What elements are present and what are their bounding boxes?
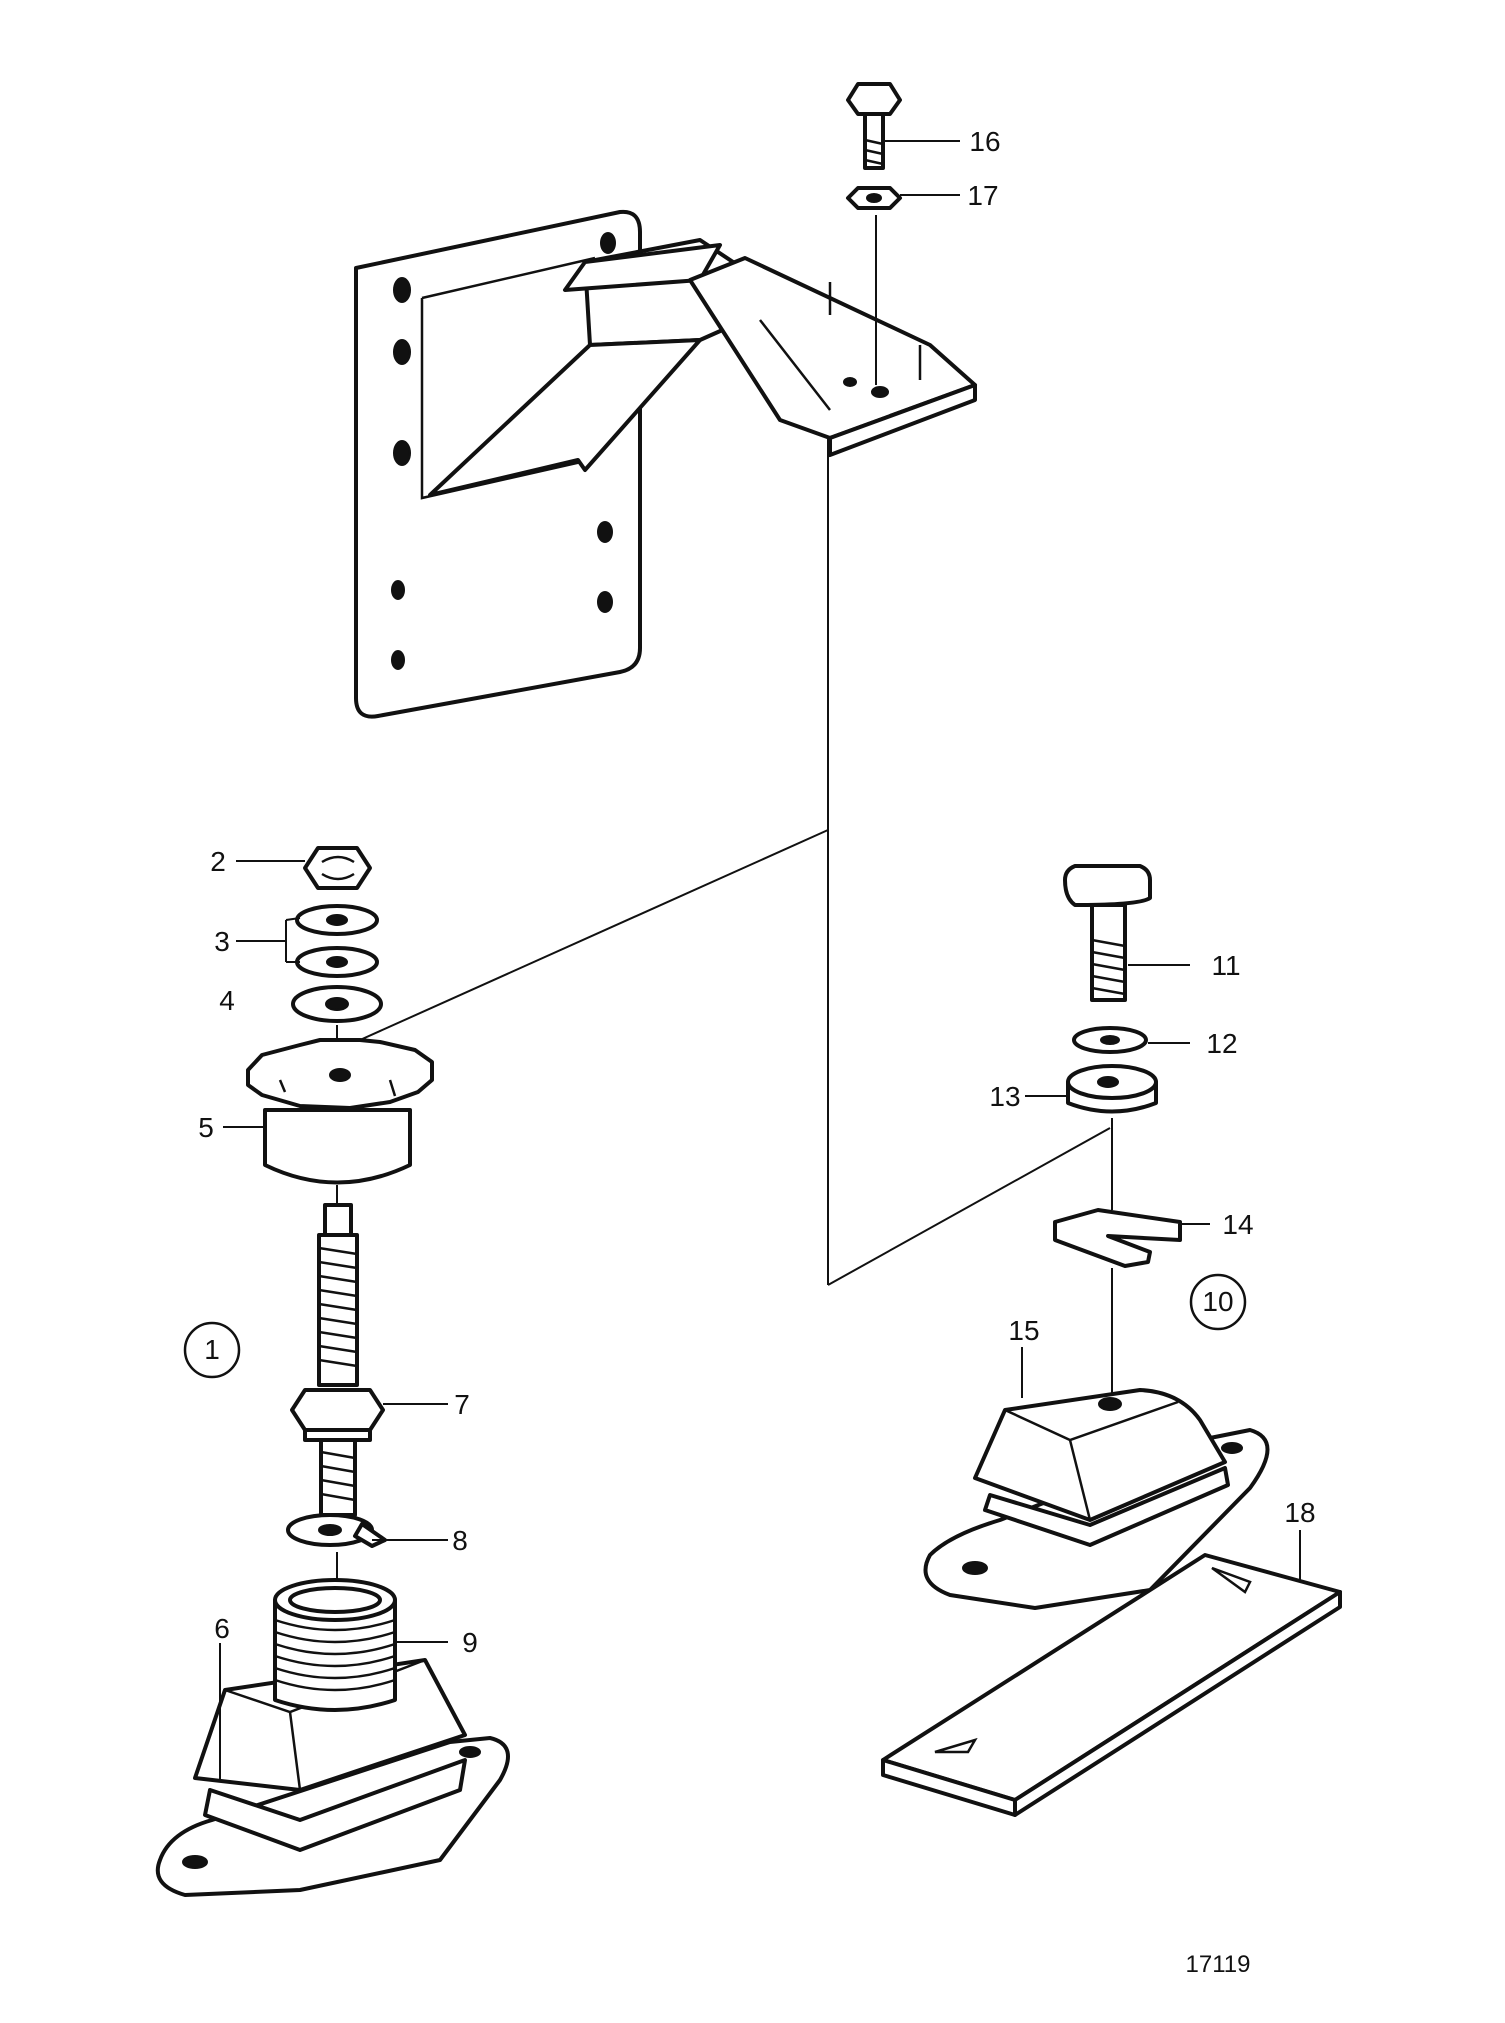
part-11-bolt [1063,864,1152,1002]
part-15-engine-mount [923,1388,1270,1610]
part-7-stud-with-nut [290,1203,385,1517]
part-14-shim [1053,1208,1182,1268]
callout-16: 16 [969,126,1000,157]
callout-17: 17 [967,180,998,211]
callout-12: 12 [1206,1028,1237,1059]
part-12-washer [1072,1026,1148,1054]
part-6-engine-mount [155,1578,510,1897]
callout-4: 4 [219,985,235,1016]
callout-11: 11 [1211,950,1240,981]
callout-2: 2 [210,846,226,877]
part-18-plate [881,1553,1342,1817]
part-17-nut [846,186,902,210]
callout-5: 5 [198,1112,214,1143]
callout-3: 3 [214,926,230,957]
engine-bracket [354,209,977,719]
part-4-washer [291,985,383,1023]
callout-7: 7 [454,1389,470,1420]
callout-8: 8 [452,1525,468,1556]
part-5-rubber-cap [246,1038,434,1185]
leader-lines [219,140,1301,1780]
part-2-castle-nut [303,846,372,890]
callout-13: 13 [989,1081,1020,1112]
callout-10: 10 [1202,1286,1233,1317]
callout-14: 14 [1222,1209,1253,1240]
drawing-number: 17119 [1186,1951,1251,1978]
callout-18: 18 [1284,1497,1315,1528]
callout-6: 6 [214,1613,230,1644]
callout-1: 1 [204,1334,220,1365]
part-8-tab-washer [286,1513,387,1548]
callout-15: 15 [1008,1315,1039,1346]
part-16-bolt [846,82,902,170]
part-3-washers [295,904,379,978]
callout-9: 9 [462,1627,478,1658]
part-13-spacer [1066,1064,1158,1114]
